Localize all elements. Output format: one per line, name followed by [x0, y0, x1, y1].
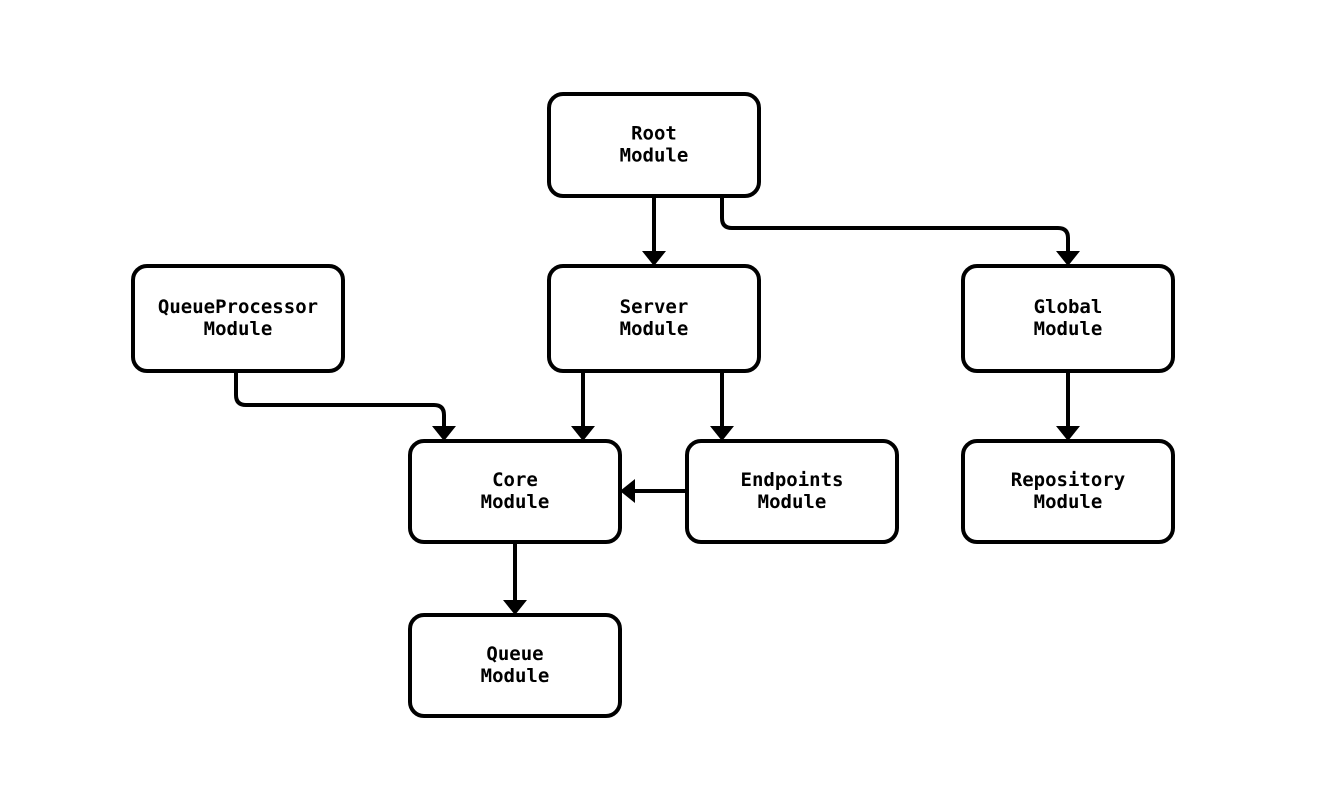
- edge-arrowhead: [620, 479, 635, 503]
- edge-server-to-core: [571, 371, 595, 441]
- edge-root-to-global: [720, 196, 1080, 266]
- edge-line: [720, 196, 1070, 254]
- edge-line: [234, 371, 446, 429]
- node-label-line1: Core: [492, 469, 538, 491]
- edge-core-to-queue: [503, 542, 527, 615]
- edge-endpoints-to-core: [620, 479, 687, 503]
- edge-arrowhead: [432, 426, 456, 441]
- edge-arrowhead: [1056, 426, 1080, 441]
- node-label-line1: Queue: [486, 643, 543, 665]
- node-label-line1: Server: [620, 296, 689, 318]
- node-label-line1: Global: [1034, 296, 1103, 318]
- edge-queueprocessor-to-core: [234, 371, 456, 441]
- node-label-line2: Module: [1034, 318, 1103, 340]
- node-label-line2: Module: [758, 491, 827, 513]
- node-label-line1: Repository: [1011, 469, 1125, 491]
- node-layer: RootModuleQueueProcessorModuleServerModu…: [131, 92, 1175, 718]
- node-box-core[interactable]: [408, 439, 622, 544]
- edge-arrowhead: [710, 426, 734, 441]
- node-box-global[interactable]: [961, 264, 1175, 373]
- node-label-line2: Module: [1034, 491, 1103, 513]
- node-box-server[interactable]: [547, 264, 761, 373]
- node-box-repository[interactable]: [961, 439, 1175, 544]
- node-label-line1: Root: [631, 123, 677, 145]
- node-label-line2: Module: [204, 318, 273, 340]
- edge-global-to-repository: [1056, 371, 1080, 441]
- node-box-endpoints[interactable]: [685, 439, 899, 544]
- edge-root-to-server: [642, 196, 666, 266]
- edge-arrowhead: [642, 251, 666, 266]
- node-label-line1: QueueProcessor: [158, 296, 318, 318]
- edge-arrowhead: [503, 600, 527, 615]
- node-label-line2: Module: [481, 665, 550, 687]
- node-label-line2: Module: [620, 318, 689, 340]
- node-label-line1: Endpoints: [741, 469, 844, 491]
- edge-server-to-endpoints: [710, 371, 734, 441]
- node-box-queue[interactable]: [408, 613, 622, 718]
- edge-layer: [234, 196, 1080, 615]
- edge-arrowhead: [1056, 251, 1080, 266]
- edge-arrowhead: [571, 426, 595, 441]
- node-label-line2: Module: [481, 491, 550, 513]
- node-label-line2: Module: [620, 145, 689, 167]
- node-box-root[interactable]: [547, 92, 761, 198]
- node-box-queueprocessor[interactable]: [131, 264, 345, 373]
